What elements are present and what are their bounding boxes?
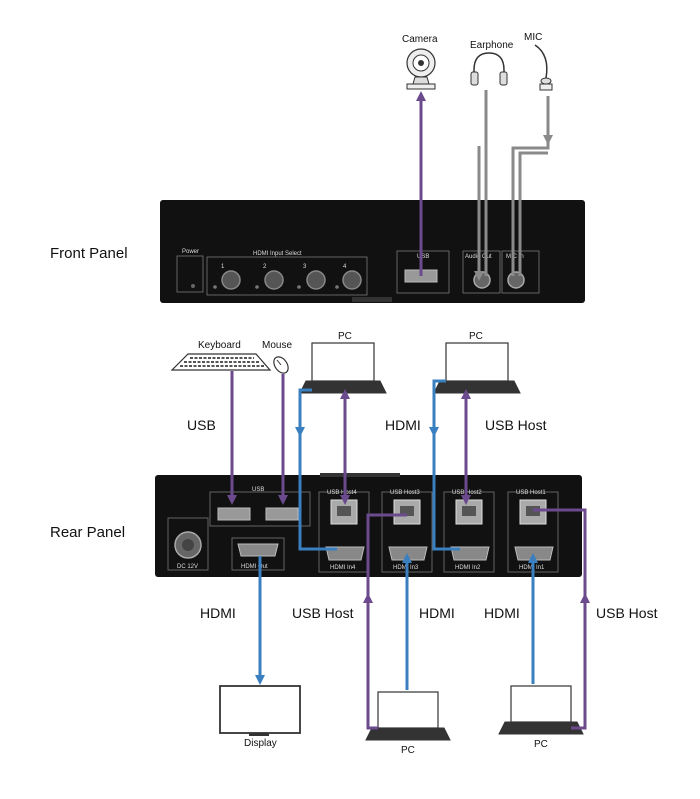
svg-text:3: 3 xyxy=(303,264,307,270)
select-button-3[interactable]: 3 xyxy=(297,264,326,290)
rear-bottom-connections xyxy=(255,508,590,730)
select-button-1[interactable]: 1 xyxy=(213,264,241,290)
camera-icon: Camera xyxy=(402,34,438,90)
rear-usb-label: USB xyxy=(252,487,264,493)
pc-bottom-left: PC xyxy=(365,691,451,756)
svg-text:1: 1 xyxy=(221,264,225,270)
mic-audio-line xyxy=(518,151,548,276)
usb-host1-label: USB Host1 xyxy=(516,490,546,496)
rear-usb-port-1[interactable] xyxy=(217,507,251,521)
hdmi-in4-label: HDMI In4 xyxy=(330,565,356,571)
mic-in-jack[interactable] xyxy=(507,271,525,289)
conn-label-usb-host-bl: USB Host xyxy=(292,605,354,621)
power-box xyxy=(176,255,204,293)
hdmi-in2-port[interactable] xyxy=(450,546,490,561)
mic-icon: MIC xyxy=(524,32,553,91)
rear-usb-box xyxy=(209,491,311,527)
front-usb-label: USB xyxy=(417,254,429,260)
hdmi-out-box xyxy=(231,537,285,571)
laptop-icon xyxy=(445,342,509,382)
keyboard-icon: Keyboard xyxy=(170,340,272,371)
conn-label-hdmi-display: HDMI xyxy=(200,605,236,621)
earphone-icon: Earphone xyxy=(470,40,514,86)
rear-usb-port-2[interactable] xyxy=(265,507,299,521)
keyboard-label: Keyboard xyxy=(198,340,241,351)
svg-text:2: 2 xyxy=(263,264,267,270)
hdmi-input-select-label: HDMI Input Select xyxy=(253,251,302,257)
camera-label: Camera xyxy=(402,34,438,45)
conn-label-usb-host-top: USB Host xyxy=(485,417,547,433)
svg-text:PC: PC xyxy=(534,739,548,750)
pc-bottom-right: PC xyxy=(498,685,584,750)
pc2-hdmi-line xyxy=(432,379,460,551)
mic-label: MIC xyxy=(524,32,542,43)
front-usb-box xyxy=(396,250,450,294)
pc4-hdmi-line xyxy=(298,388,337,551)
power-led xyxy=(191,284,195,288)
front-panel-label: Front Panel xyxy=(50,245,128,262)
pc-top-right: PC xyxy=(433,331,521,394)
hdmi-in2-label: HDMI In2 xyxy=(455,565,481,571)
hdmi-select-box xyxy=(206,256,368,296)
power-label: Power xyxy=(182,249,199,255)
svg-text:PC: PC xyxy=(469,331,483,342)
mouse-label: Mouse xyxy=(262,340,292,351)
svg-text:4: 4 xyxy=(343,264,347,270)
svg-text:PC: PC xyxy=(338,331,352,342)
mouse-icon: Mouse xyxy=(262,340,292,374)
audio-out-box xyxy=(462,250,501,294)
hdmi-out-port[interactable] xyxy=(237,543,279,557)
rear-panel-label: Rear Panel xyxy=(50,524,125,541)
pc-top-left: PC xyxy=(299,331,387,394)
usb-host3-label: USB Host3 xyxy=(390,490,420,496)
conn-label-usb: USB xyxy=(187,417,216,433)
dc-box xyxy=(167,517,209,571)
laptop-icon xyxy=(377,691,439,729)
usb-host4-label: USB Host4 xyxy=(327,490,357,496)
select-button-2[interactable]: 2 xyxy=(255,264,284,290)
audio-out-jack[interactable] xyxy=(473,271,491,289)
conn-label-hdmi-br: HDMI xyxy=(484,605,520,621)
rear-top-connections xyxy=(227,371,471,551)
conn-label-usb-host-br: USB Host xyxy=(596,605,658,621)
conn-label-hdmi-bm: HDMI xyxy=(419,605,455,621)
display-icon: Display xyxy=(219,685,301,749)
laptop-icon xyxy=(510,685,572,723)
select-button-4[interactable]: 4 xyxy=(335,264,362,290)
svg-text:PC: PC xyxy=(401,745,415,756)
display-label: Display xyxy=(244,738,277,749)
dc-label: DC 12V xyxy=(177,564,198,570)
laptop-icon xyxy=(311,342,375,382)
conn-label-hdmi-top: HDMI xyxy=(385,417,421,433)
front-connections xyxy=(416,90,553,281)
mic-in-label: MIC In xyxy=(506,254,524,260)
earphone-label: Earphone xyxy=(470,40,514,51)
hdmi-out-label: HDMI Out xyxy=(241,564,268,570)
